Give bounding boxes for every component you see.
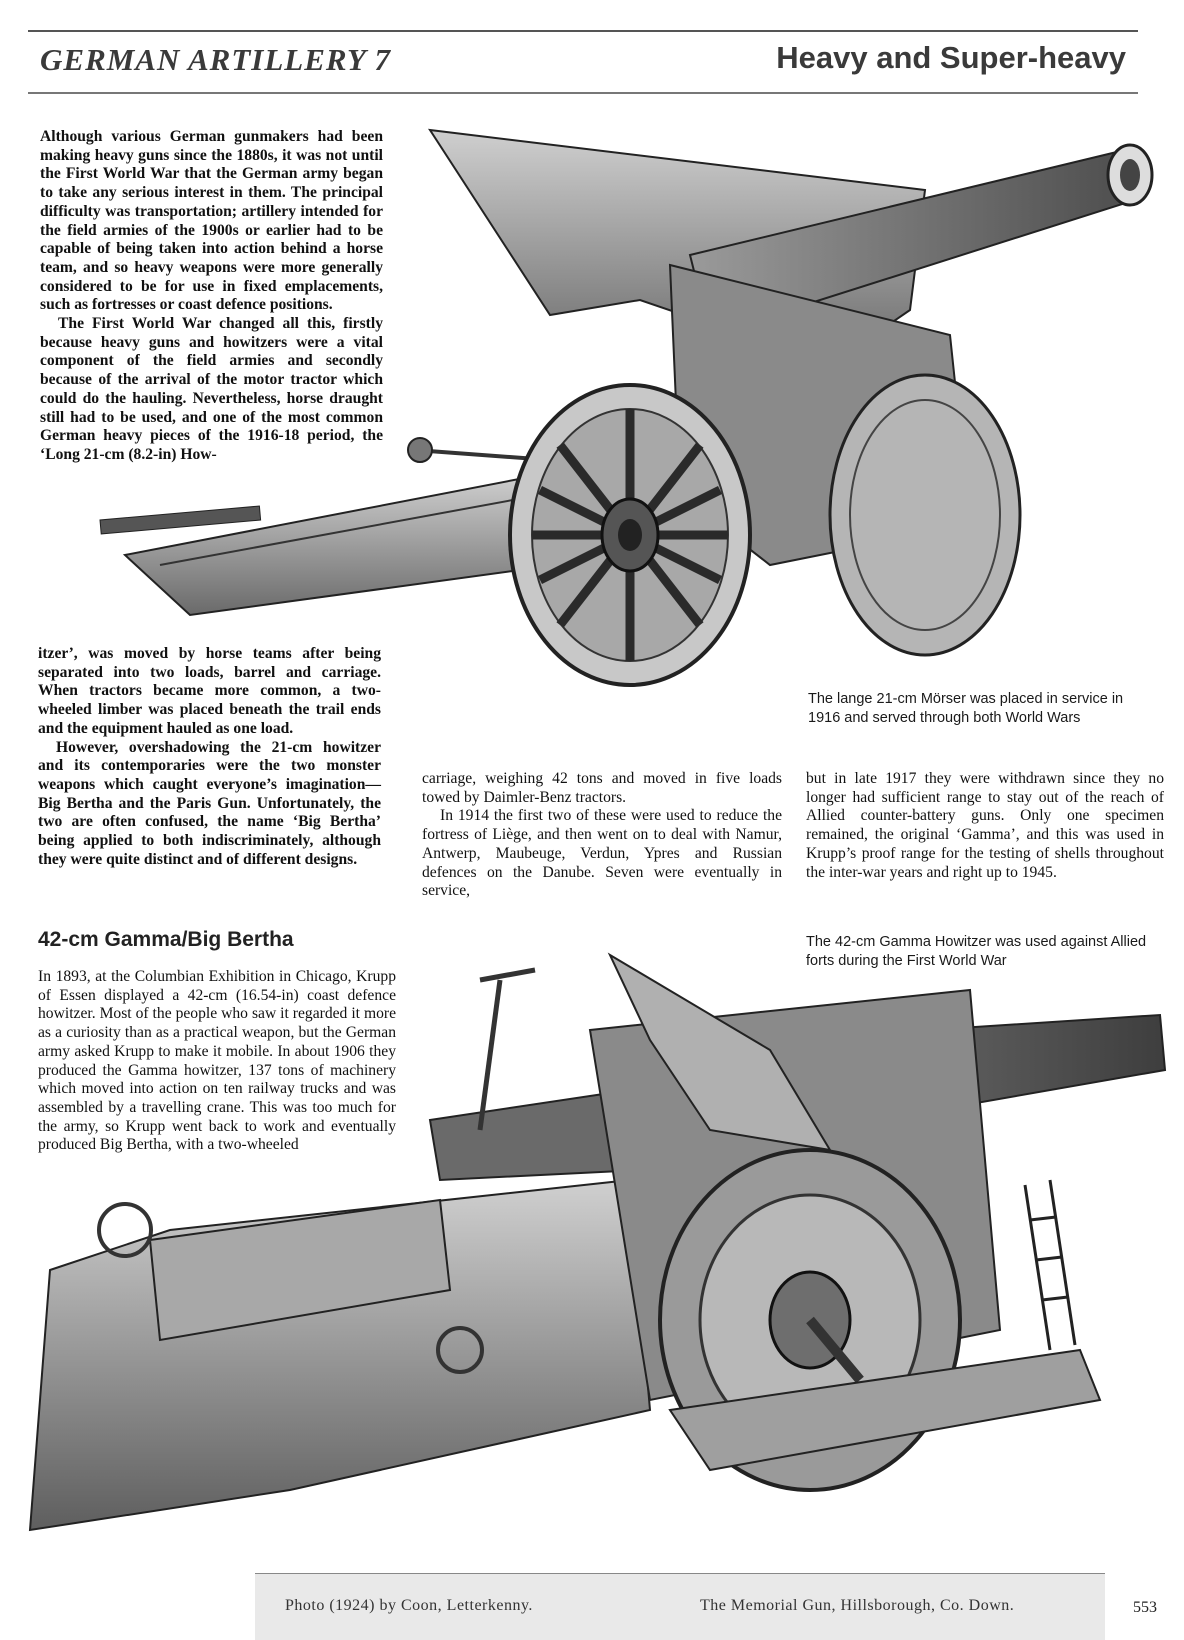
- intro-paragraph-3: itzer’, was moved by horse teams after b…: [38, 645, 381, 737]
- gamma-text-col3: but in late 1917 they were withdrawn sin…: [806, 770, 1164, 882]
- page-number: 553: [1133, 1599, 1157, 1616]
- caption-morser: The lange 21-cm Mörser was placed in ser…: [808, 691, 1124, 726]
- gamma-text-col2: carriage, weighing 42 tons and moved in …: [422, 770, 782, 901]
- intro-paragraph-1: Although various German gunmakers had be…: [40, 128, 383, 314]
- howitzer-21cm-illustration: [70, 95, 1180, 735]
- intro-paragraph-4: However, overshadowing the 21-cm howitze…: [38, 738, 381, 868]
- gamma-paragraph-2: carriage, weighing 42 tons and moved in …: [422, 770, 782, 806]
- intro-paragraph-2: The First World War changed all this, fi…: [40, 315, 383, 463]
- section-title: Heavy and Super-heavy: [776, 40, 1126, 75]
- section-heading-gamma: 42-cm Gamma/Big Bertha: [38, 928, 294, 951]
- gamma-paragraph-1: In 1893, at the Columbian Exhibition in …: [38, 968, 396, 1154]
- photo-credit: Photo (1924) by Coon, Letterkenny.: [285, 1597, 533, 1614]
- caption-gamma: The 42-cm Gamma Howitzer was used agains…: [806, 934, 1147, 969]
- gamma-paragraph-3: In 1914 the first two of these were used…: [422, 807, 782, 900]
- gamma-text-col1: In 1893, at the Columbian Exhibition in …: [38, 968, 396, 1155]
- series-title: GERMAN ARTILLERY 7: [40, 42, 392, 77]
- footer-strip: [255, 1573, 1105, 1640]
- memorial-credit: The Memorial Gun, Hillsborough, Co. Down…: [700, 1597, 1015, 1614]
- intro-text-upper: Although various German gunmakers had be…: [40, 128, 383, 465]
- page-header: GERMAN ARTILLERY 7 Heavy and Super-heavy: [28, 30, 1138, 94]
- gamma-howitzer-42cm-illustration: [10, 930, 1180, 1580]
- intro-text-lower: itzer’, was moved by horse teams after b…: [38, 645, 381, 869]
- gamma-paragraph-4: but in late 1917 they were withdrawn sin…: [806, 770, 1164, 881]
